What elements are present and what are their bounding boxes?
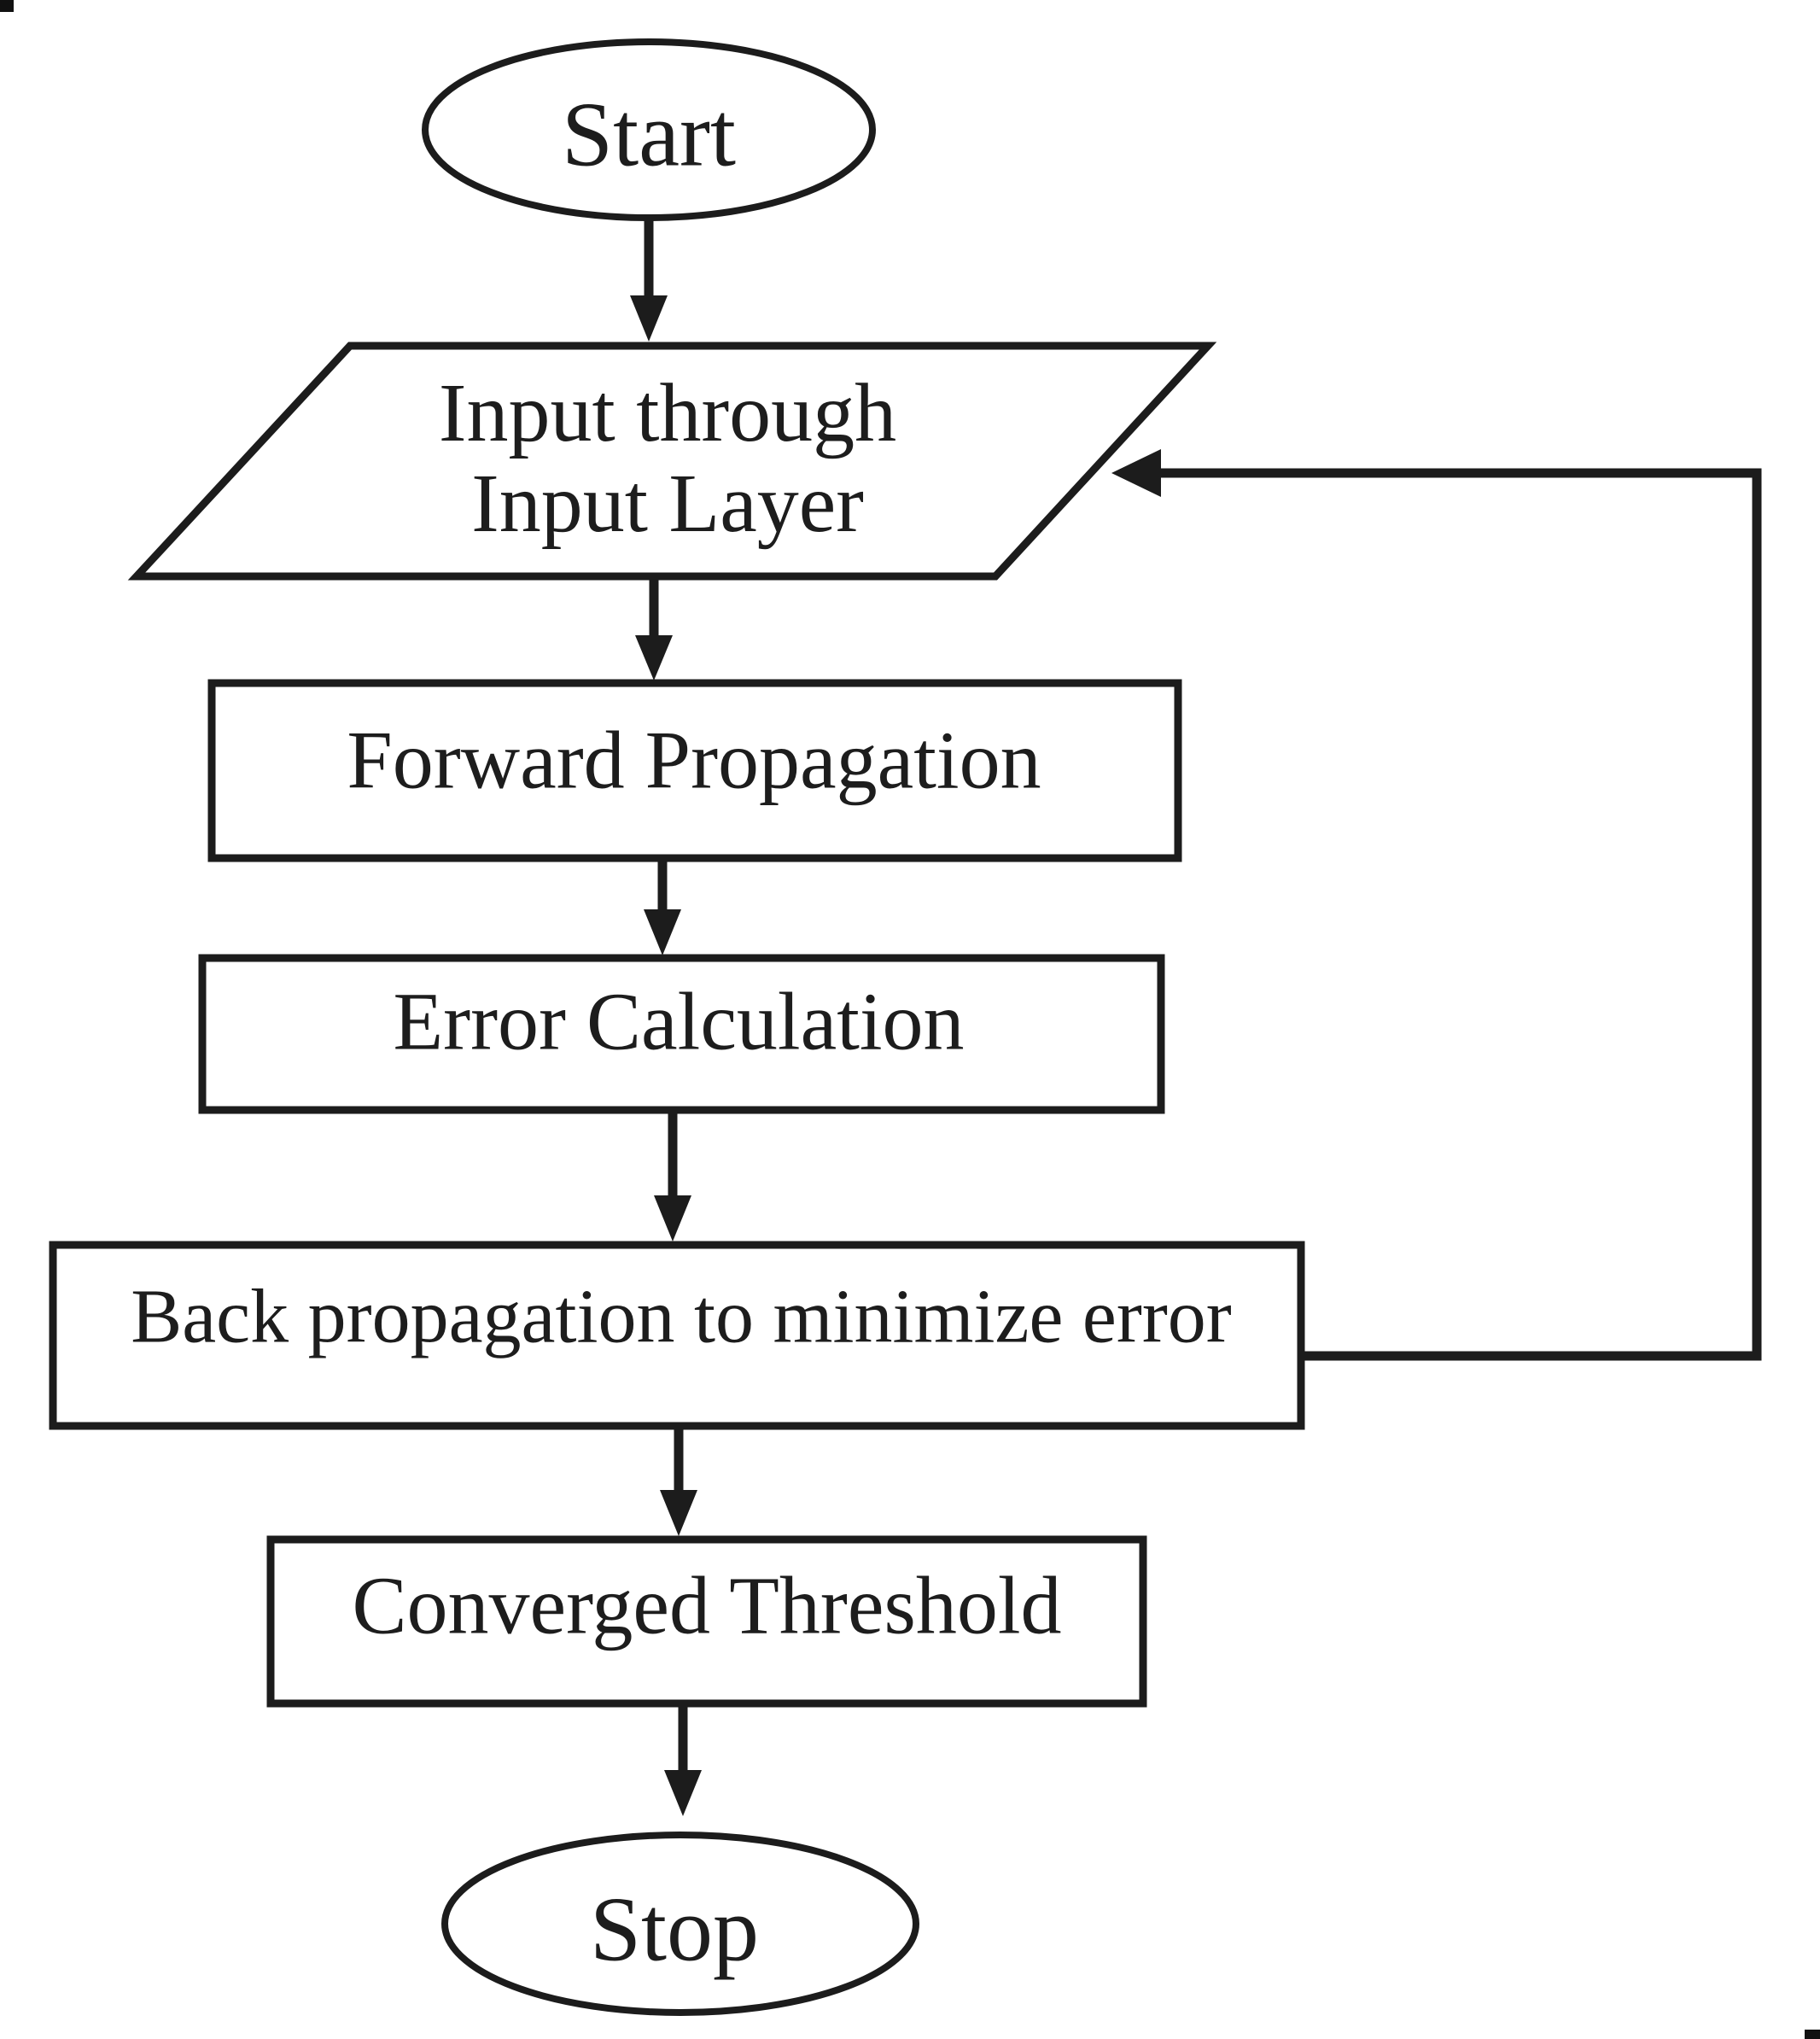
node-input-label-line2: Input Layer <box>471 458 864 550</box>
node-input-shape <box>127 342 1217 581</box>
arrowhead-start-to-input-icon <box>630 295 668 342</box>
node-forward-label: Forward Propagation <box>347 715 1041 806</box>
node-stop-shape <box>441 1832 919 2016</box>
arrowhead-error-to-backprop-icon <box>654 1195 691 1242</box>
feedback-arrowhead-icon <box>1111 449 1161 497</box>
crop-mark-top-left <box>0 0 14 12</box>
node-start-shape <box>422 38 876 221</box>
arrowhead-converged-to-stop-icon <box>664 1770 702 1816</box>
node-error-shape <box>198 954 1165 1114</box>
arrowhead-input-to-forward-icon <box>635 635 673 681</box>
node-error-label: Error Calculation <box>393 976 964 1067</box>
arrowhead-backprop-to-converged-icon <box>660 1490 697 1536</box>
crop-mark-bottom-right <box>1805 2030 1820 2039</box>
node-converged-shape <box>266 1535 1147 1708</box>
node-start-label: Start <box>562 85 736 186</box>
node-backprop-label: Back propagation to minimize error <box>131 1275 1232 1359</box>
node-backprop-shape <box>49 1241 1305 1430</box>
node-input-label-line1: Input through <box>439 367 896 459</box>
node-stop-label: Stop <box>590 1879 759 1981</box>
node-converged-label: Converged Threshold <box>353 1560 1062 1651</box>
arrowhead-forward-to-error-icon <box>644 909 681 955</box>
node-forward-shape <box>207 679 1182 862</box>
edge-feedback-backprop-to-input <box>1154 468 1762 1361</box>
